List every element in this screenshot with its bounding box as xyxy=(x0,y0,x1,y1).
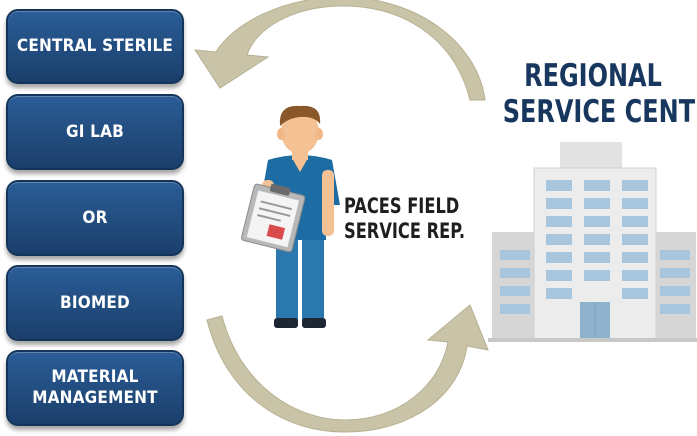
building-window xyxy=(584,252,610,263)
service-center-line2: SERVICE CENTER xyxy=(502,94,697,130)
department-biomed: BIOMED xyxy=(6,265,184,341)
building-window xyxy=(622,234,648,245)
department-label: BIOMED xyxy=(60,292,130,313)
service-center-title: REGIONAL SERVICE CENTER xyxy=(488,58,697,130)
department-central-sterile: CENTRAL STERILE xyxy=(6,9,184,84)
building-window xyxy=(584,216,610,227)
building-window xyxy=(546,216,572,227)
department-label: OR xyxy=(82,207,108,228)
department-label: GI LAB xyxy=(66,121,124,142)
building-window xyxy=(622,180,648,191)
building-window xyxy=(546,270,572,281)
service-center-line1: REGIONAL xyxy=(524,58,662,94)
building-window xyxy=(584,234,610,245)
building-window xyxy=(546,288,572,299)
department-or: OR xyxy=(6,180,184,256)
building-window xyxy=(622,270,648,281)
department-label: CENTRAL STERILE xyxy=(16,36,174,56)
cycle-arrow-bottom-icon xyxy=(206,304,489,433)
building-window xyxy=(584,180,610,191)
building-window xyxy=(622,288,648,299)
building-window xyxy=(584,270,610,281)
building-window xyxy=(622,252,648,263)
building-window xyxy=(622,198,648,209)
field-rep-line1: PACES FIELD xyxy=(344,194,460,218)
building-window xyxy=(546,180,572,191)
field-rep-label: PACES FIELD SERVICE REP. xyxy=(344,194,465,244)
tower-windows xyxy=(546,180,648,299)
field-rep-line2: SERVICE REP. xyxy=(344,219,465,243)
department-label: MATERIAL MANAGEMENT xyxy=(32,367,158,408)
building-window xyxy=(584,198,610,209)
building-window xyxy=(546,234,572,245)
clipboard-icon xyxy=(241,183,306,253)
department-material-management: MATERIAL MANAGEMENT xyxy=(6,350,184,426)
cycle-arrow-top-icon xyxy=(194,0,486,101)
building-window xyxy=(546,252,572,263)
building-window xyxy=(546,198,572,209)
department-gi-lab: GI LAB xyxy=(6,94,184,170)
building-window xyxy=(622,216,648,227)
